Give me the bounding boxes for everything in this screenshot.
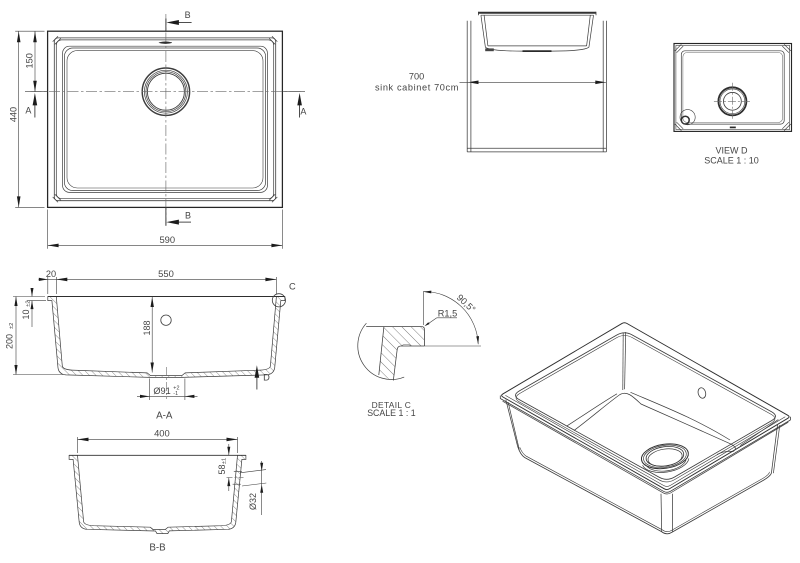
svg-text:200: 200 bbox=[4, 334, 14, 349]
svg-text:±1: ±1 bbox=[222, 458, 228, 464]
svg-text:550: 550 bbox=[158, 268, 174, 279]
svg-text:SCALE 1 : 1: SCALE 1 : 1 bbox=[367, 408, 416, 418]
svg-text:VIEW D: VIEW D bbox=[715, 145, 748, 155]
svg-text:Ø91: Ø91 bbox=[153, 386, 170, 396]
svg-text:10: 10 bbox=[21, 309, 31, 319]
svg-text:A: A bbox=[300, 106, 306, 116]
svg-text:20: 20 bbox=[46, 269, 56, 279]
svg-text:±2: ±2 bbox=[26, 300, 32, 306]
svg-text:±2: ±2 bbox=[9, 323, 15, 329]
svg-text:B: B bbox=[185, 10, 191, 20]
svg-text:58: 58 bbox=[217, 464, 227, 474]
svg-text:-1: -1 bbox=[173, 391, 178, 397]
svg-text:sink cabinet 70cm: sink cabinet 70cm bbox=[375, 82, 459, 92]
svg-text:590: 590 bbox=[159, 234, 175, 245]
svg-text:A-A: A-A bbox=[156, 411, 173, 422]
svg-text:B: B bbox=[185, 211, 191, 221]
svg-text:A: A bbox=[25, 105, 31, 115]
svg-text:C: C bbox=[289, 281, 296, 291]
svg-text:SCALE 1 : 10: SCALE 1 : 10 bbox=[704, 156, 759, 166]
svg-text:400: 400 bbox=[154, 428, 170, 439]
svg-text:D: D bbox=[263, 373, 270, 383]
svg-text:188: 188 bbox=[142, 320, 152, 335]
svg-text:440: 440 bbox=[9, 107, 19, 122]
svg-text:700: 700 bbox=[409, 72, 424, 82]
svg-text:150: 150 bbox=[24, 53, 34, 68]
svg-text:B-B: B-B bbox=[149, 543, 166, 554]
svg-text:R1,5: R1,5 bbox=[438, 309, 457, 319]
svg-text:Ø32: Ø32 bbox=[248, 493, 258, 510]
